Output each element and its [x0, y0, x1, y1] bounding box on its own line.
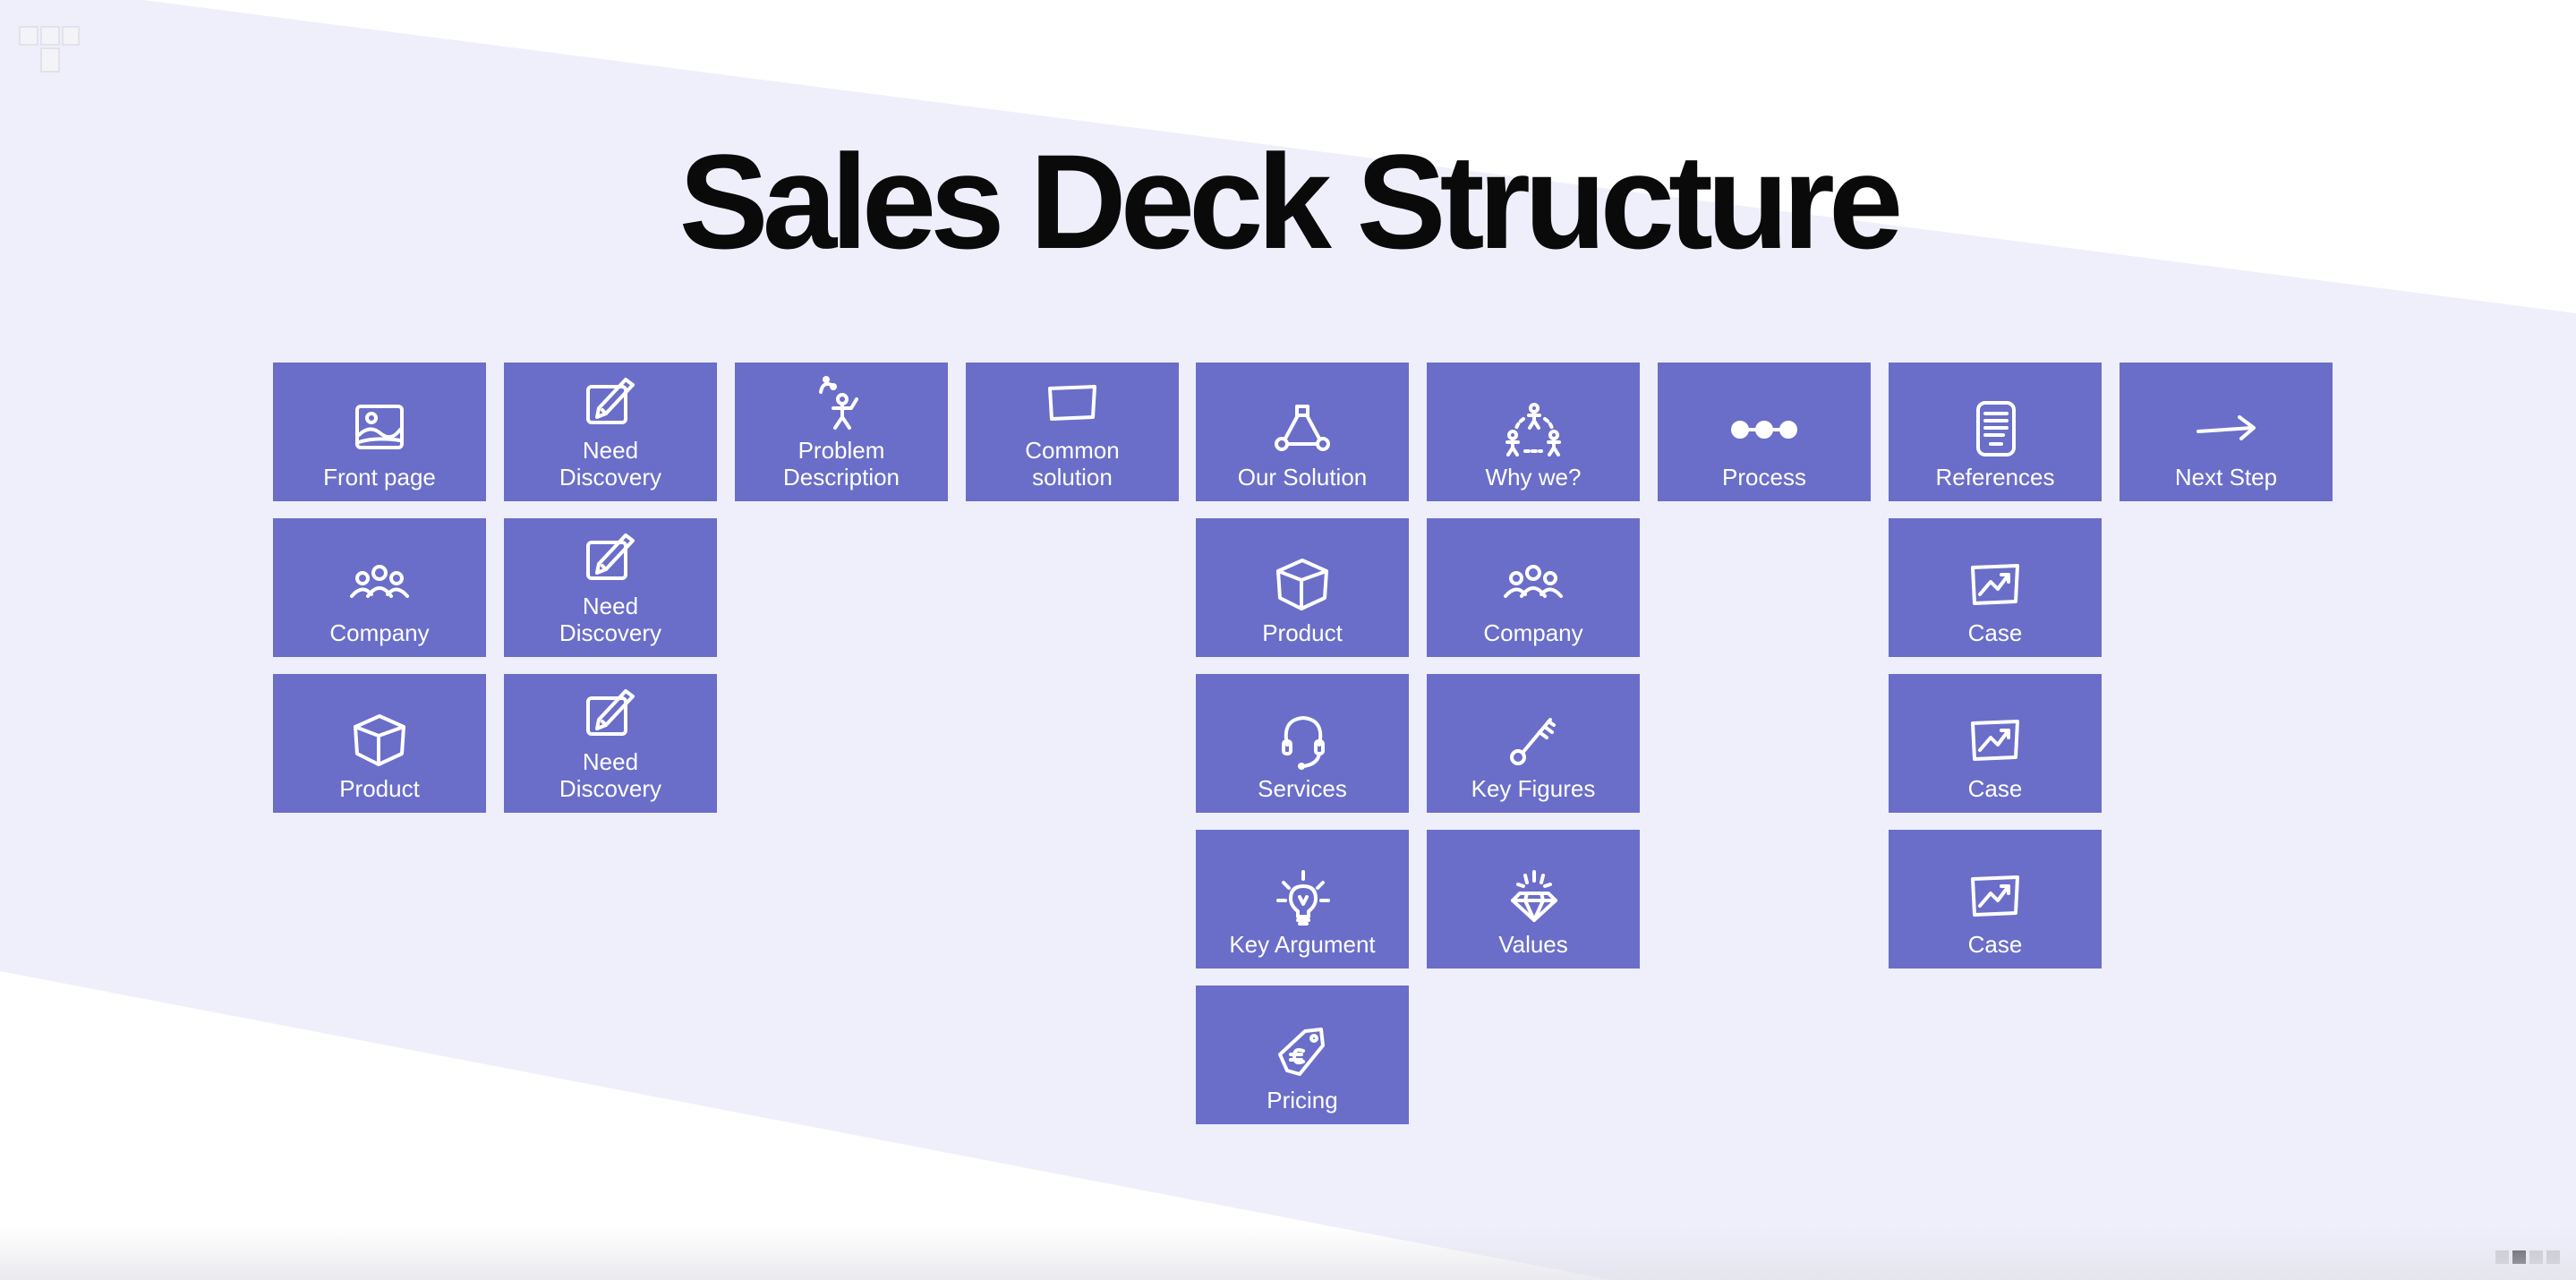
lightbulb-icon	[1262, 859, 1343, 931]
tile-intro-1[interactable]: Company	[273, 518, 486, 657]
tile-next-0[interactable]: Next Step	[2120, 363, 2333, 501]
tile-label: Services	[1258, 775, 1347, 802]
chart-icon	[1955, 548, 2035, 619]
tile-common-0[interactable]: Common solution	[966, 363, 1179, 501]
chart-icon	[1955, 704, 2035, 775]
people-icon	[339, 548, 420, 619]
image-icon	[339, 392, 420, 464]
pencil-note-icon	[570, 521, 651, 593]
tile-label: Process	[1722, 464, 1806, 491]
price-tag-icon	[1262, 1015, 1343, 1087]
tile-label: Key Figures	[1471, 775, 1596, 802]
tile-references-0[interactable]: References	[1889, 363, 2102, 501]
diamond-icon	[1493, 859, 1574, 931]
network-icon	[1262, 392, 1343, 464]
tile-why-3[interactable]: Values	[1427, 830, 1640, 969]
tile-why-2[interactable]: Key Figures	[1427, 674, 1640, 813]
tile-solution-0[interactable]: Our Solution	[1196, 363, 1409, 501]
headset-icon	[1262, 704, 1343, 775]
tile-label: Product	[339, 775, 420, 802]
key-icon	[1493, 704, 1574, 775]
tile-discovery-2[interactable]: Need Discovery	[504, 674, 717, 813]
tile-label: Values	[1498, 931, 1568, 958]
tile-label: Need Discovery	[559, 437, 662, 491]
process-dots-icon	[1724, 392, 1804, 464]
tile-label: Next Step	[2174, 464, 2278, 491]
team-cycle-icon	[1493, 392, 1574, 464]
tile-label: Our Solution	[1237, 464, 1368, 491]
tile-references-3[interactable]: Case	[1889, 830, 2102, 969]
tile-label: Case	[1967, 931, 2023, 958]
tile-label: Problem Description	[782, 437, 900, 491]
juggler-icon	[801, 365, 882, 437]
tile-why-0[interactable]: Why we?	[1427, 363, 1640, 501]
people-icon	[1493, 548, 1574, 619]
tile-label: Case	[1967, 619, 2023, 646]
tile-references-2[interactable]: Case	[1889, 674, 2102, 813]
tile-label: Case	[1967, 775, 2023, 802]
rectangle-icon	[1032, 365, 1113, 437]
tile-solution-4[interactable]: Pricing	[1196, 986, 1409, 1124]
tile-label: Product	[1262, 619, 1343, 646]
tile-why-1[interactable]: Company	[1427, 518, 1640, 657]
tile-label: Need Discovery	[559, 593, 662, 646]
arrow-right-icon	[2186, 392, 2266, 464]
tile-references-1[interactable]: Case	[1889, 518, 2102, 657]
tile-label: References	[1935, 464, 2055, 491]
document-icon	[1955, 392, 2035, 464]
tile-label: Need Discovery	[559, 748, 662, 802]
tile-label: Front page	[323, 464, 436, 491]
box-icon	[1262, 548, 1343, 619]
tile-label: Why we?	[1485, 464, 1582, 491]
tile-solution-2[interactable]: Services	[1196, 674, 1409, 813]
tile-intro-0[interactable]: Front page	[273, 363, 486, 501]
chart-icon	[1955, 859, 2035, 931]
page-title: Sales Deck Structure	[678, 126, 1904, 277]
tile-discovery-0[interactable]: Need Discovery	[504, 363, 717, 501]
tile-process-0[interactable]: Process	[1658, 363, 1871, 501]
tile-label: Company	[1483, 619, 1583, 646]
tile-solution-3[interactable]: Key Argument	[1196, 830, 1409, 969]
tile-label: Company	[329, 619, 430, 646]
tile-problem-0[interactable]: Problem Description	[735, 363, 948, 501]
tile-label: Common solution	[1025, 437, 1120, 491]
box-icon	[339, 704, 420, 775]
tile-discovery-1[interactable]: Need Discovery	[504, 518, 717, 657]
tile-label: Pricing	[1267, 1087, 1338, 1114]
tile-intro-2[interactable]: Product	[273, 674, 486, 813]
bottom-shade	[0, 1226, 2576, 1280]
pencil-note-icon	[570, 365, 651, 437]
tile-solution-1[interactable]: Product	[1196, 518, 1409, 657]
tile-label: Key Argument	[1229, 931, 1376, 958]
app-logo-icon[interactable]	[18, 25, 81, 75]
pencil-note-icon	[570, 677, 651, 748]
